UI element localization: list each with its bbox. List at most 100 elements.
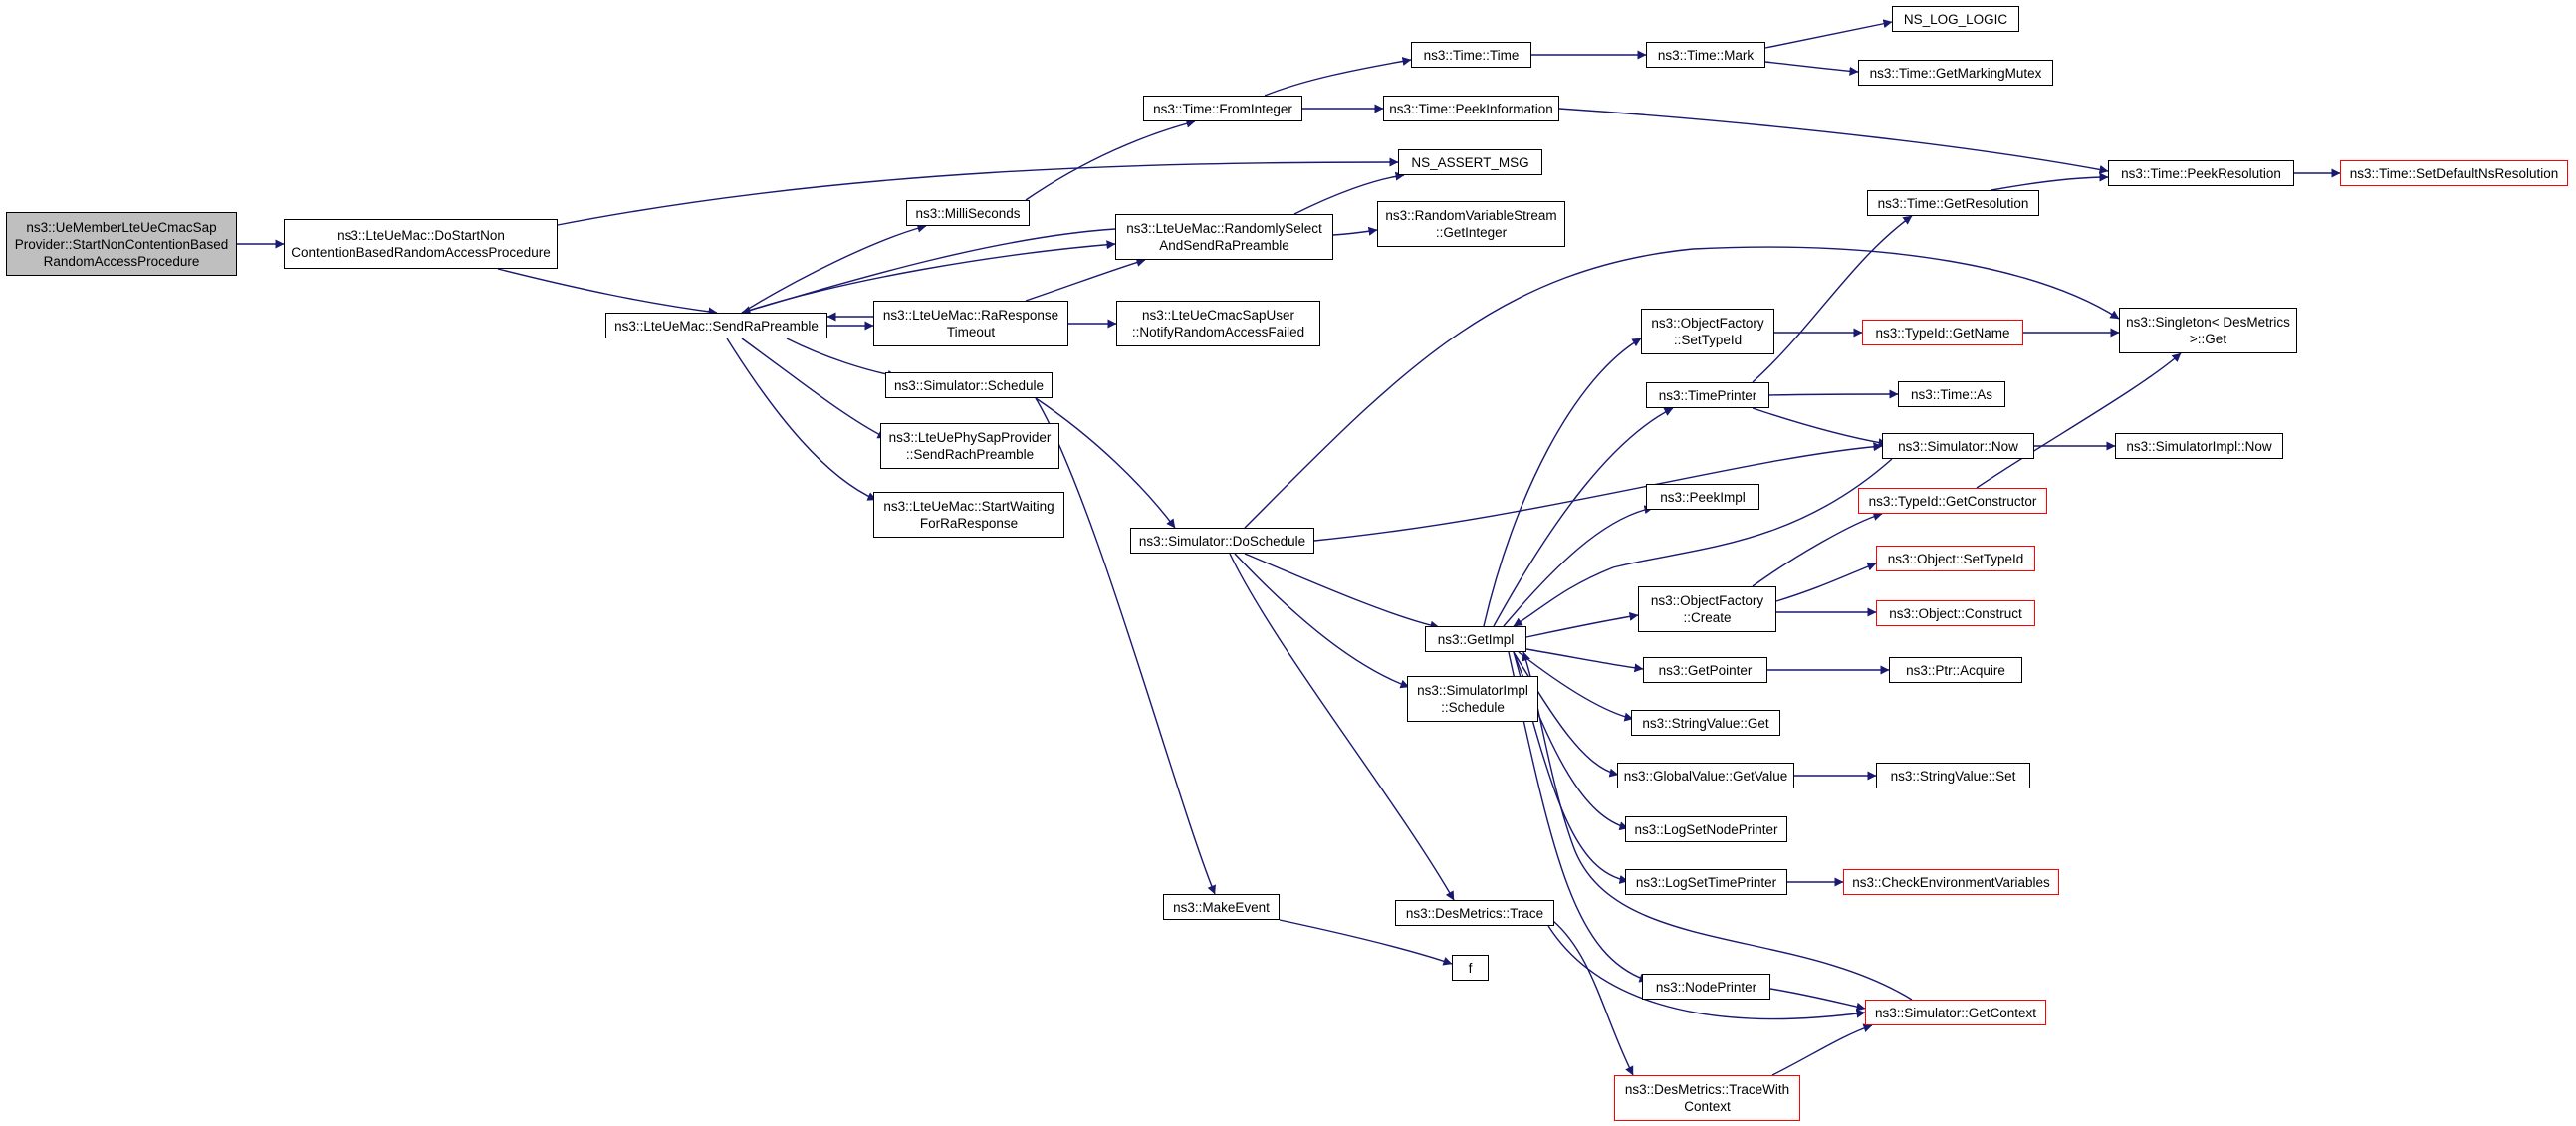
edge-n_getimpl-to-n_objfsettid <box>1483 338 1642 627</box>
node-simulator-getcontext[interactable]: ns3::Simulator::GetContext <box>1865 1000 2046 1025</box>
node-label-line: >::Get <box>2189 332 2227 346</box>
node-logsettimeprinter[interactable]: ns3::LogSetTimePrinter <box>1625 869 1787 895</box>
node-stringvalue-get[interactable]: ns3::StringValue::Get <box>1631 710 1780 736</box>
node-typeid-getname[interactable]: ns3::TypeId::GetName <box>1862 320 2023 345</box>
node-label-line: NS_ASSERT_MSG <box>1411 154 1529 170</box>
node-checkenvironmentvariables[interactable]: ns3::CheckEnvironmentVariables <box>1843 869 2059 895</box>
node-lteuephysapprovider-sendrachpreamble[interactable]: ns3::LteUePhySapProvider::SendRachPreamb… <box>880 423 1059 469</box>
edge-n_tidgetctor-to-n_singleton <box>1976 352 2182 489</box>
node-typeid-getconstructor[interactable]: ns3::TypeId::GetConstructor <box>1858 488 2047 514</box>
node-ns-log-logic[interactable]: NS_LOG_LOGIC <box>1892 6 2019 32</box>
node-label-line: ns3::MakeEvent <box>1173 899 1270 915</box>
node-simulatorimpl-now[interactable]: ns3::SimulatorImpl::Now <box>2115 433 2283 459</box>
node-lteuemac-sendrapreamble[interactable]: ns3::LteUeMac::SendRaPreamble <box>605 313 827 338</box>
node-object-settypeid[interactable]: ns3::Object::SetTypeId <box>1876 546 2035 571</box>
node-label-line: ns3::DesMetrics::Trace <box>1405 905 1544 921</box>
node-label-line: ns3::Time::Mark <box>1657 47 1755 63</box>
node-getpointer[interactable]: ns3::GetPointer <box>1643 657 1767 683</box>
edge-n_mark-to-n_getmarkmx <box>1764 61 1859 76</box>
node-globalvalue-getvalue[interactable]: ns3::GlobalValue::GetValue <box>1617 763 1794 788</box>
node-time-setdefaultnsresolution[interactable]: ns3::Time::SetDefaultNsResolution <box>2340 160 2568 186</box>
node-lteuecmacsapuser-notifyfailed[interactable]: ns3::LteUeCmacSapUser::NotifyRandomAcces… <box>1116 301 1320 346</box>
edge-n_sendra-to-n_sendrach <box>741 338 887 439</box>
node-label-line: ns3::GetImpl <box>1437 631 1515 647</box>
node-simulatorimpl-schedule[interactable]: ns3::SimulatorImpl::Schedule <box>1407 676 1538 722</box>
node-label-line: ::Create <box>1683 610 1732 625</box>
node-simulator-doschedule[interactable]: ns3::Simulator::DoSchedule <box>1130 528 1314 554</box>
node-label-line: ns3::Time::PeekResolution <box>2121 165 2281 181</box>
edge-n_doschedule-to-n_singleton <box>1244 246 2120 529</box>
node-singleton-desmetrics-get[interactable]: ns3::Singleton< DesMetrics>::Get <box>2119 308 2297 353</box>
node-label-line: ns3::StringValue::Get <box>1642 715 1769 731</box>
node-time-mark[interactable]: ns3::Time::Mark <box>1646 42 1765 68</box>
node-timeprinter[interactable]: ns3::TimePrinter <box>1646 382 1769 408</box>
edge-n_getimpl-to-n_strvalget <box>1518 651 1634 722</box>
node-objectfactory-settypeid[interactable]: ns3::ObjectFactory::SetTypeId <box>1641 309 1774 354</box>
node-label-line: ns3::StringValue::Set <box>1890 768 2016 784</box>
node-label-line: ns3::LteUeMac::DoStartNon <box>337 228 505 243</box>
node-milliseconds[interactable]: ns3::MilliSeconds <box>906 200 1030 226</box>
node-time-peekresolution[interactable]: ns3::Time::PeekResolution <box>2108 160 2294 186</box>
edge-n_doschedule-to-n_destrace <box>1229 553 1455 901</box>
node-objectfactory-create[interactable]: ns3::ObjectFactory::Create <box>1638 586 1776 632</box>
edge-n_getimpl-to-n_nodeprint <box>1508 651 1649 983</box>
node-label-line: ns3::MilliSeconds <box>915 205 1021 221</box>
node-stringvalue-set[interactable]: ns3::StringValue::Set <box>1876 763 2030 788</box>
node-label-line: ns3::LogSetTimePrinter <box>1635 874 1777 890</box>
node-label-line: ns3::RandomVariableStream <box>1385 208 1557 223</box>
edge-n_simnow-to-n_getimpl <box>1513 458 1893 627</box>
edge-n_peekinfo-to-n_peekres <box>1558 108 2109 174</box>
node-label-line: ns3::TypeId::GetName <box>1875 325 2010 340</box>
node-peekimpl[interactable]: ns3::PeekImpl <box>1646 484 1759 510</box>
node-time-as[interactable]: ns3::Time::As <box>1898 381 2005 407</box>
node-object-construct[interactable]: ns3::Object::Construct <box>1876 600 2035 626</box>
node-desmetrics-trace[interactable]: ns3::DesMetrics::Trace <box>1395 900 1554 926</box>
node-simulator-now[interactable]: ns3::Simulator::Now <box>1882 433 2034 459</box>
node-label-line: ns3::LogSetNodePrinter <box>1634 821 1778 837</box>
node-time-peekinformation[interactable]: ns3::Time::PeekInformation <box>1383 96 1559 121</box>
edge-n_getimpl-to-n_timeprint <box>1493 407 1674 627</box>
node-label-line: ::SendRachPreamble <box>905 447 1035 462</box>
edge-n_dostart-to-n_assert <box>557 157 1399 226</box>
node-label-line: ns3::Time::FromInteger <box>1153 101 1292 116</box>
node-label-line: ContentionBasedRandomAccessProcedure <box>291 245 551 260</box>
node-label-line: ns3::TypeId::GetConstructor <box>1868 493 2037 509</box>
node-makeevent[interactable]: ns3::MakeEvent <box>1163 894 1280 920</box>
node-time-getmarkingmutex[interactable]: ns3::Time::GetMarkingMutex <box>1858 60 2053 86</box>
edge-n_milli-to-n_fromint <box>1025 118 1196 201</box>
edge-n_destrace-to-n_simgetctx <box>1547 925 1866 1020</box>
node-getimpl[interactable]: ns3::GetImpl <box>1425 626 1526 652</box>
node-label-line: ns3::SimulatorImpl::Now <box>2126 438 2272 454</box>
node-time-frominteger[interactable]: ns3::Time::FromInteger <box>1143 96 1302 121</box>
node-randomvariablestream-getinteger[interactable]: ns3::RandomVariableStream::GetInteger <box>1377 201 1565 247</box>
node-time-time[interactable]: ns3::Time::Time <box>1411 42 1531 68</box>
node-label-line: NS_LOG_LOGIC <box>1903 11 2008 27</box>
node-ns-assert-msg[interactable]: NS_ASSERT_MSG <box>1398 149 1542 175</box>
node-label-line: ns3::PeekImpl <box>1660 489 1746 505</box>
node-ptr-acquire[interactable]: ns3::Ptr::Acquire <box>1889 657 2022 683</box>
node-nodeprinter[interactable]: ns3::NodePrinter <box>1642 974 1770 1000</box>
edge-n_dostart-to-n_sendra <box>497 268 718 317</box>
node-logsetnodeprinter[interactable]: ns3::LogSetNodePrinter <box>1625 816 1787 842</box>
node-label-line: ns3::Time::Time <box>1423 47 1520 63</box>
edge-n_objfcreate-to-n_tidgetctor <box>1752 512 1883 587</box>
node-label-line: ns3::LteUeCmacSapUser <box>1141 308 1295 323</box>
node-label-line: ns3::ObjectFactory <box>1651 316 1764 331</box>
node-simulator-schedule[interactable]: ns3::Simulator::Schedule <box>885 372 1053 398</box>
node-label-line: ns3::Simulator::GetContext <box>1874 1005 2037 1020</box>
node-label-line: ::GetInteger <box>1435 225 1508 240</box>
node-time-getresolution[interactable]: ns3::Time::GetResolution <box>1867 190 2039 216</box>
edge-n_sendra-to-n_startwait <box>726 338 877 501</box>
edge-n_doschedule-to-n_simnow <box>1313 442 1883 542</box>
edge-n_schedule-to-n_makeevent <box>1035 397 1216 895</box>
node-label-line: ns3::UeMemberLteUeCmacSap <box>26 219 217 235</box>
node-f[interactable]: f <box>1452 955 1489 981</box>
edge-n_timeprint-to-n_timeas <box>1768 389 1899 399</box>
